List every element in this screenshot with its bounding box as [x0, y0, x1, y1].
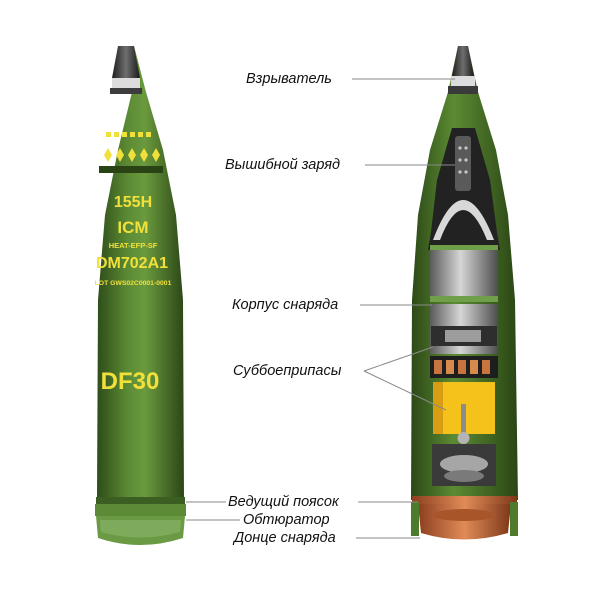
cutaway-arch: [433, 200, 494, 240]
ogive-band: [99, 166, 163, 173]
cutaway-base-green-edge-r: [510, 502, 518, 536]
fuze-band: [110, 88, 142, 94]
shell-cutaway: [411, 46, 518, 540]
label-expelling-charge: Вышибной заряд: [225, 157, 341, 173]
submunition-stem: [461, 404, 466, 444]
marking-heat: HEAT-EFP-SF: [109, 241, 158, 250]
shell-exterior: 155H ICM HEAT-EFP-SF DM702A1 LOT GWS02C0…: [95, 46, 186, 545]
submunition-yellow-shade: [433, 382, 443, 434]
yellow-diamond-row: [104, 148, 160, 162]
marking-155h: 155H: [114, 194, 152, 211]
driving-band-exterior: [96, 497, 185, 504]
label-driving-band: Ведущий поясок: [228, 494, 339, 510]
shell-exterior-body: [97, 46, 184, 498]
cutaway-fuze-band: [448, 86, 478, 94]
leader-submunitions-1: [363, 346, 434, 372]
submunition-upper-window: [445, 330, 481, 342]
label-obturator: Обтюратор: [243, 512, 330, 528]
base-highlight: [100, 520, 181, 538]
cutaway-green-band-1: [430, 245, 498, 250]
submunition-lower-disk: [440, 455, 488, 473]
cutaway-fuze-ring: [451, 76, 475, 86]
label-fuze: Взрыватель: [246, 71, 332, 87]
submunition-stem-head: [457, 432, 470, 444]
expelling-charge-holes: [458, 146, 468, 174]
submunition-copper-row: [430, 356, 498, 378]
expelling-charge: [455, 136, 471, 191]
obturator-exterior: [95, 504, 186, 516]
nose-cone: [112, 46, 140, 78]
label-body: Корпус снаряда: [232, 297, 339, 313]
cutaway-driving-band: [412, 496, 517, 504]
label-submunitions: Суббоеприпасы: [233, 363, 342, 379]
marking-df30: DF30: [101, 368, 160, 395]
submunition-lower-disk-2: [444, 470, 484, 482]
cutaway-base-green-edge-l: [411, 502, 419, 536]
cutaway-green-band-2: [430, 296, 498, 302]
marking-dm702a1: DM702A1: [96, 255, 168, 272]
leader-lines: [186, 78, 455, 539]
cutaway-base-ring: [432, 509, 496, 521]
marking-lot: LOT GWS02C0001-0001: [95, 280, 172, 287]
cutaway-body-cylinder: [430, 247, 498, 299]
label-base: Донце снаряда: [234, 530, 336, 546]
marking-icm: ICM: [117, 218, 148, 237]
leader-submunitions-2: [363, 370, 447, 411]
cutaway-nose-tip: [452, 46, 474, 76]
fuze-ring: [112, 78, 140, 88]
yellow-dash-row: [106, 132, 151, 137]
